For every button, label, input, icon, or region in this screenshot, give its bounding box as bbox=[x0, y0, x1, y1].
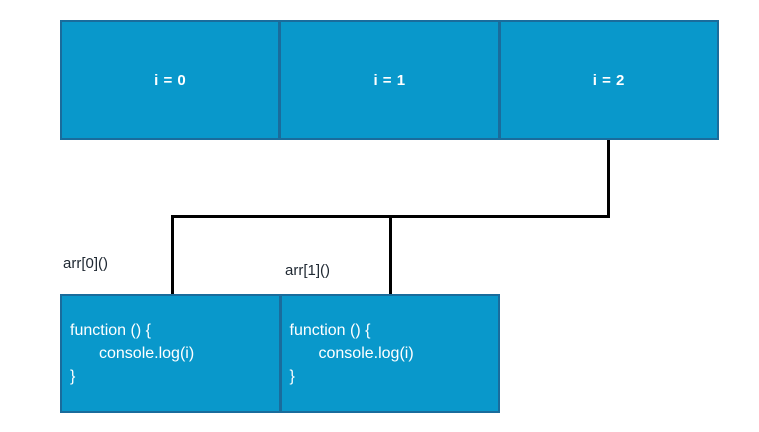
connector-drop-arr1 bbox=[389, 215, 392, 294]
loop-cell-i1-label: i = 1 bbox=[373, 71, 406, 89]
connector-drop-arr0 bbox=[171, 215, 174, 294]
loop-cell-i1: i = 1 bbox=[278, 22, 498, 138]
call-label-arr0: arr[0]() bbox=[63, 255, 108, 272]
connector-stem-from-i2 bbox=[607, 140, 610, 218]
loop-cell-i0: i = 0 bbox=[62, 22, 279, 138]
code-line: } bbox=[289, 368, 295, 385]
loop-cell-i2: i = 2 bbox=[497, 22, 717, 138]
code-line: function () { bbox=[289, 322, 371, 339]
closure-box-arr0: function () { console.log(i) } bbox=[62, 296, 279, 411]
closure-functions-row: function () { console.log(i) } function … bbox=[60, 294, 500, 413]
code-line: console.log(i) bbox=[318, 345, 414, 362]
closure-box-arr1: function () { console.log(i) } bbox=[278, 296, 498, 411]
loop-iterations-bar: i = 0 i = 1 i = 2 bbox=[60, 20, 719, 140]
loop-cell-i2-label: i = 2 bbox=[592, 71, 625, 89]
code-line: } bbox=[70, 368, 76, 385]
code-line: console.log(i) bbox=[99, 345, 195, 362]
code-line: function () { bbox=[70, 322, 151, 339]
loop-cell-i0-label: i = 0 bbox=[154, 71, 187, 89]
call-label-arr1: arr[1]() bbox=[285, 262, 330, 279]
